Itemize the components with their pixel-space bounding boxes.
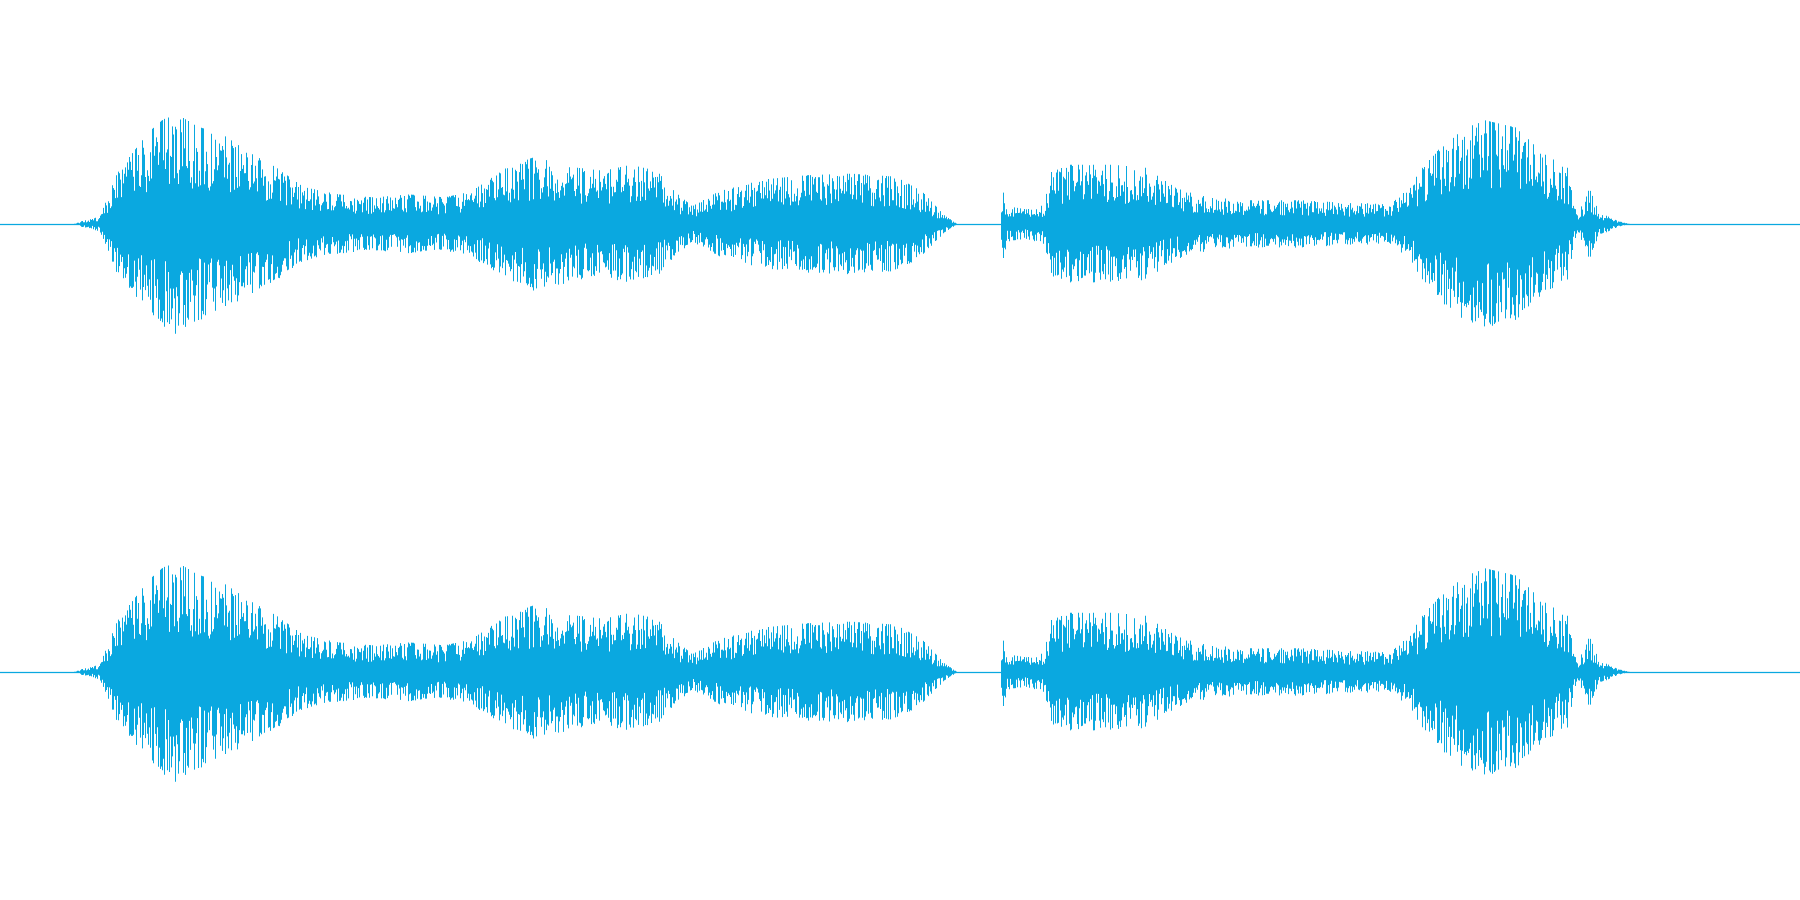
waveform-segment-1 (74, 565, 957, 782)
waveform-samples (1001, 568, 1630, 775)
waveform-segment-2 (1001, 568, 1630, 775)
waveform-segment-2 (1001, 120, 1630, 327)
waveform-segment-1 (74, 117, 957, 334)
channel-2 (0, 565, 1800, 782)
waveform-samples (74, 117, 957, 334)
channel-1 (0, 117, 1800, 334)
waveform-samples (1001, 120, 1630, 327)
waveform-samples (74, 565, 957, 782)
